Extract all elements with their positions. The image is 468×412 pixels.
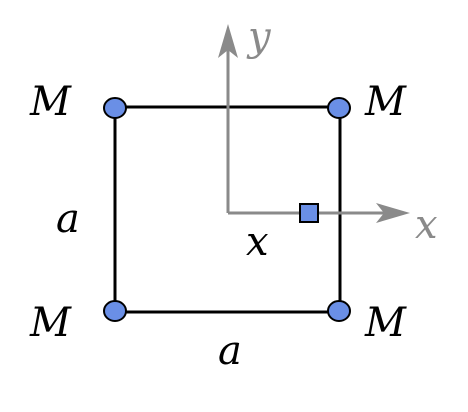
test-point-square [299,203,319,223]
mass-label-bottom-left: M [29,300,72,346]
mass-label-top-right: M [364,79,407,125]
mass-label-bottom-right: M [364,300,407,346]
mass-bottom-left [103,300,127,322]
position-label-x: x [246,219,269,265]
x-axis-label: x [415,202,438,248]
y-axis-label: y [246,14,272,60]
mass-top-right [327,97,351,119]
mass-bottom-right [327,300,351,322]
mass-top-left [103,97,127,119]
x-axis-arrowhead [376,203,410,223]
side-label-bottom: a [218,328,242,374]
side-label-left: a [56,196,80,242]
y-axis-arrowhead [218,24,238,58]
mass-label-top-left: M [29,79,72,125]
